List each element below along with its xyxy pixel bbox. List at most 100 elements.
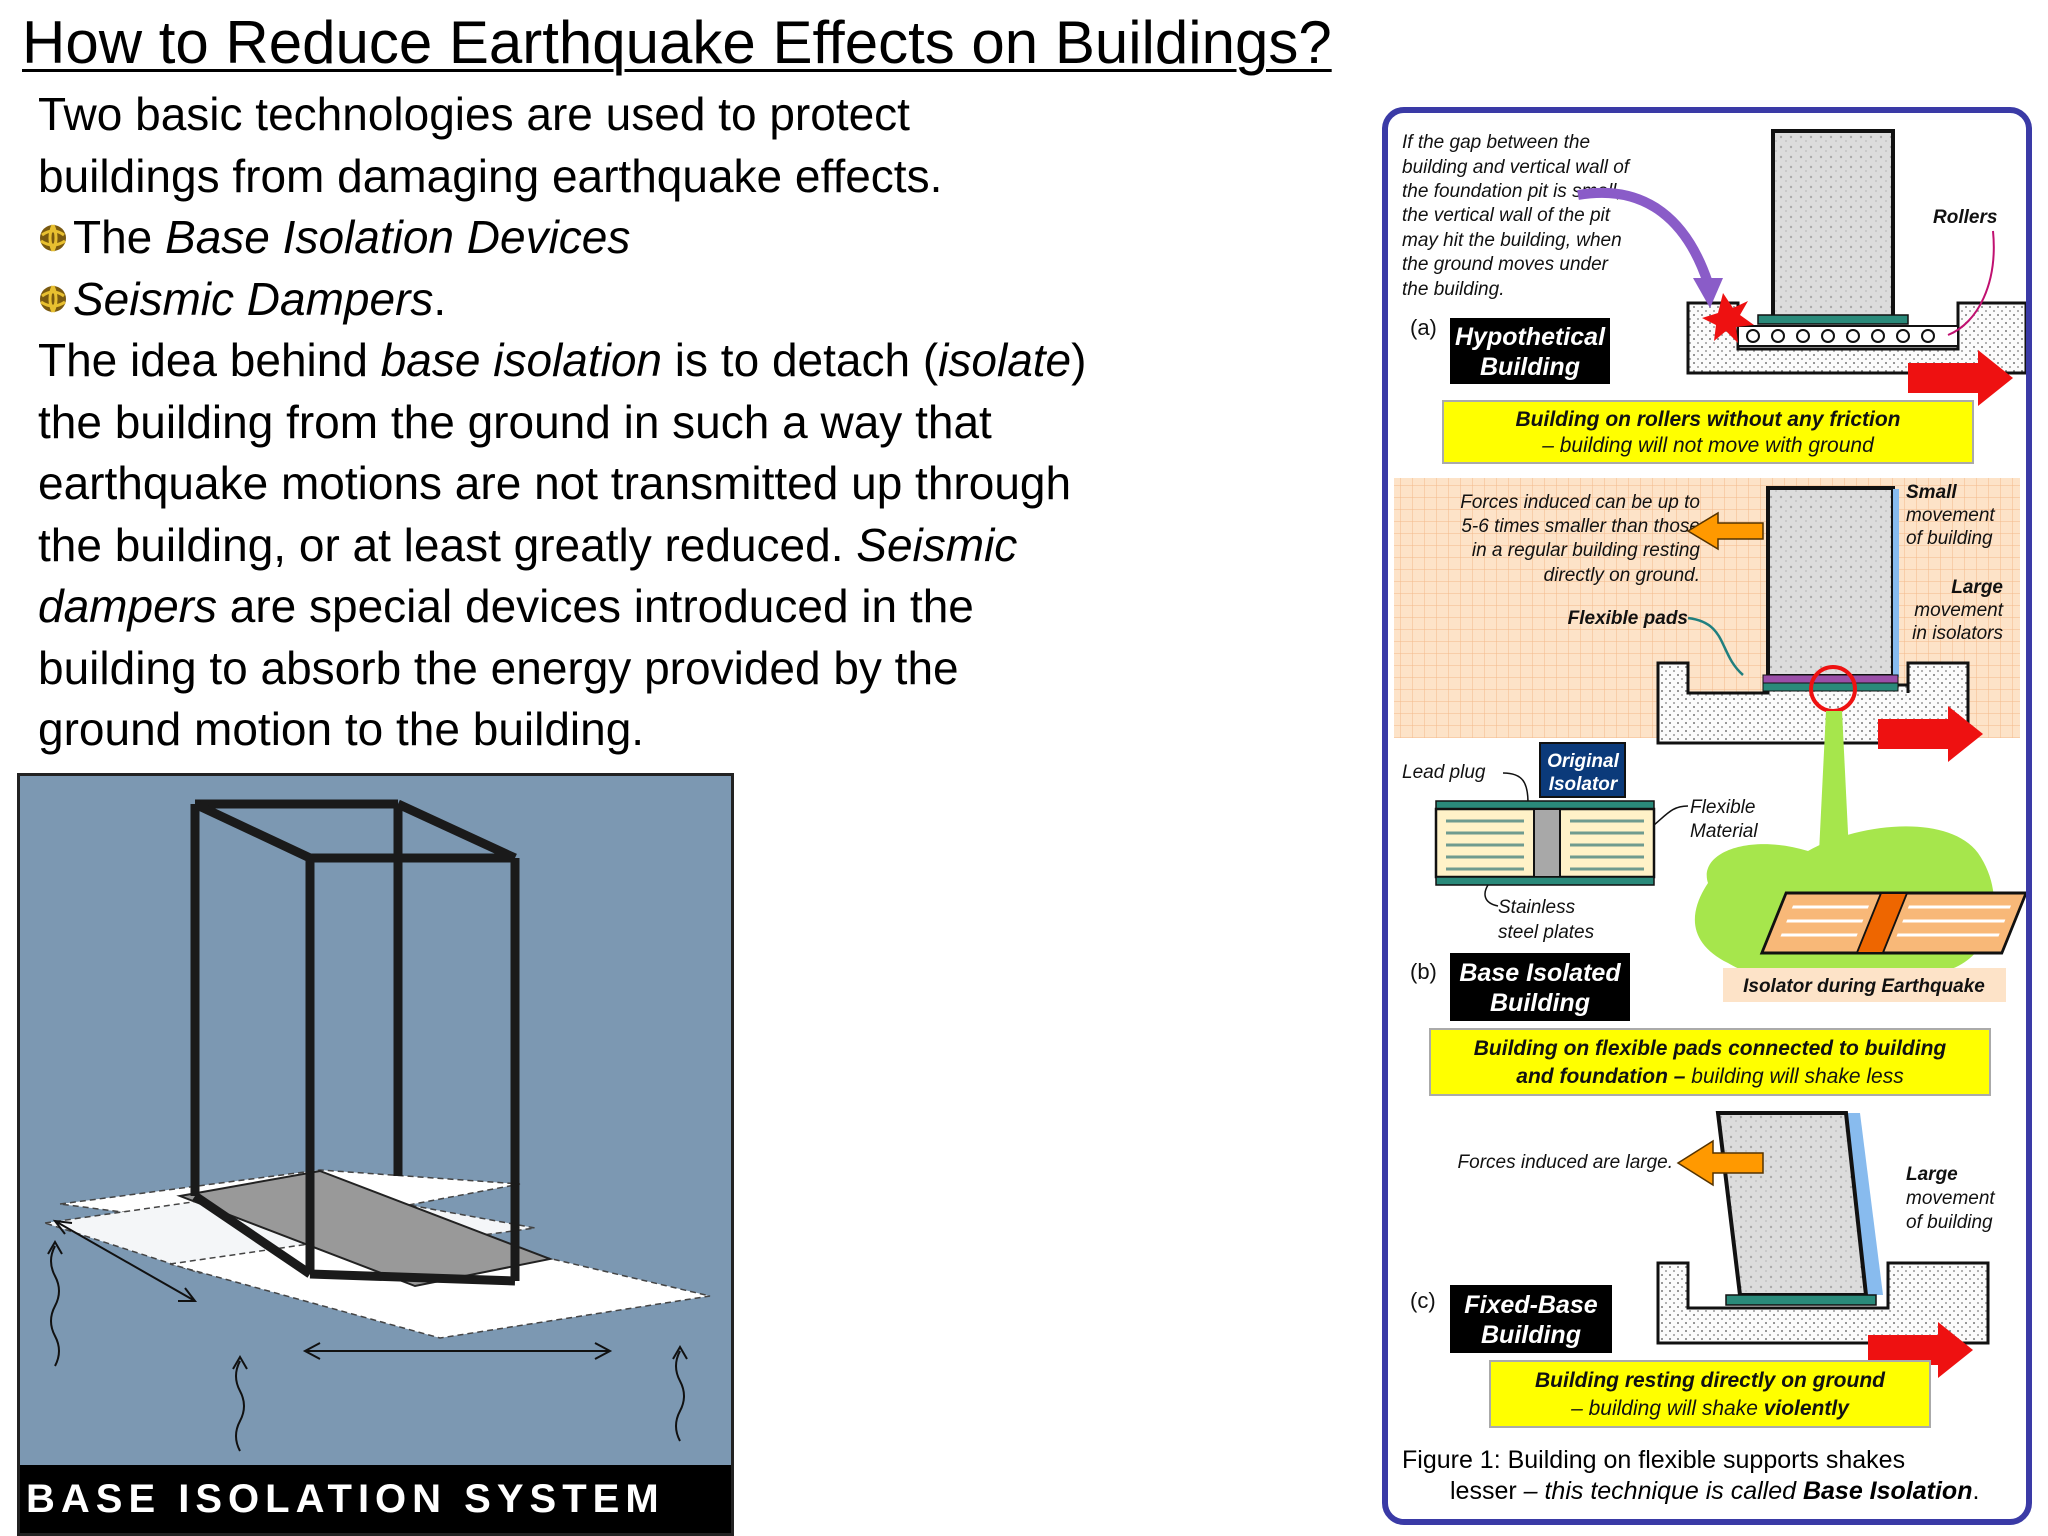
movement-strip-b <box>1893 489 1899 677</box>
base-isolation-caption: BASE ISOLATION SYSTEM <box>20 1465 731 1533</box>
para-italic: isolate <box>938 334 1072 386</box>
label-letter-a: (a) <box>1410 315 1437 340</box>
base-isolation-illustration <box>44 799 711 1452</box>
caption-b-l1: Building on flexible pads connected to b… <box>1474 1037 1947 1060</box>
para-italic: base isolation <box>380 334 663 386</box>
caption-c-l2: – building will shake violently <box>1570 1397 1850 1420</box>
small-move-l2: movement <box>1906 505 1995 526</box>
note-a-line: the vertical wall of the pit <box>1402 205 1611 226</box>
bullet-item-seismic-dampers: Seismic Dampers. <box>38 269 1338 331</box>
pit-ground-c <box>1656 1261 1990 1345</box>
figure-caption-bold: Base Isolation <box>1802 1477 1973 1505</box>
bullet-ball-icon <box>40 285 66 313</box>
original-isolator-badge <box>1539 742 1626 798</box>
caption-a-l1: Building on rollers without any friction <box>1516 408 1901 431</box>
force-arrow-b <box>1686 511 1764 551</box>
large-move-c-l3: of building <box>1906 1212 1993 1233</box>
figure-caption-italic: – this technique is called <box>1516 1477 1803 1505</box>
deformed-isolator <box>1759 891 2026 955</box>
label-letter-c: (c) <box>1410 1288 1436 1313</box>
caption-box-a <box>1442 400 1974 464</box>
note-a-line: building and vertical wall of <box>1402 157 1631 178</box>
building-c <box>1715 1111 1869 1297</box>
section-c: Forces induced are large. Large movement… <box>1410 1111 1995 1428</box>
isolator-eq-badge <box>1723 968 2006 1002</box>
para-line-5: dampers are special devices introduced i… <box>38 576 1338 638</box>
flexible-pads-pointer <box>1687 616 1744 676</box>
para-line-6: building to absorb the energy provided b… <box>38 641 959 694</box>
plates-l2: steel plates <box>1498 922 1595 943</box>
flex-material-l2: Material <box>1690 821 1758 842</box>
note-a-line: If the gap between the <box>1402 132 1590 153</box>
plates-l1: Stainless <box>1498 897 1576 918</box>
lead-plug-pointer <box>1502 772 1529 804</box>
flex-material-l1: Flexible <box>1690 797 1755 818</box>
caption-b-l2: and foundation – building will shake les… <box>1516 1065 1904 1088</box>
label-b-l1: Base Isolated <box>1459 959 1621 987</box>
para-text: is to detach ( <box>662 334 939 386</box>
original-isolator-l1: Original <box>1547 751 1620 772</box>
original-isolator-l2: Isolator <box>1549 774 1619 795</box>
section-a-note: If the gap between the building and vert… <box>1402 132 1631 300</box>
figure-caption: Figure 1: Building on flexible supports … <box>1402 1445 2022 1507</box>
caption-box-b <box>1429 1028 1991 1096</box>
intro-line-2: buildings from damaging earthquake effec… <box>38 149 943 202</box>
label-c-l1: Fixed-Base <box>1464 1291 1597 1319</box>
para-text: are special devices introduced in the <box>216 580 974 632</box>
small-move-l1: Small <box>1906 482 1957 503</box>
para-text: The idea behind <box>38 334 381 386</box>
forces-c-text: Forces induced are large. <box>1458 1152 1673 1173</box>
impact-burst-icon <box>1702 293 1754 343</box>
caption-c-l1: Building resting directly on ground <box>1535 1369 1886 1392</box>
large-move-b-l1: Large <box>1951 577 2003 598</box>
caption-c-l2-text: – building will shake <box>1570 1397 1764 1420</box>
lead-plug-label: Lead plug <box>1402 762 1486 783</box>
large-move-b-l3: in isolators <box>1912 623 2003 644</box>
base-isolation-figure: BASE ISOLATION SYSTEM <box>17 773 734 1536</box>
bullet-ball-icon <box>40 224 66 252</box>
roller-circles <box>1746 329 1935 343</box>
building-a <box>1771 129 1895 319</box>
rollers-pointer <box>1947 230 1995 336</box>
large-move-c-l1: Large <box>1906 1164 1958 1185</box>
para-line-7: ground motion to the building. <box>38 703 645 755</box>
force-arrow-c <box>1676 1139 1764 1187</box>
caption-c-l2-bold: violently <box>1764 1397 1851 1420</box>
callout-connector <box>1818 711 1850 873</box>
flexible-pads <box>1762 674 1899 684</box>
slab-a <box>1757 314 1909 325</box>
figure-caption-text: . <box>1972 1477 1980 1505</box>
intro-line-1: Two basic technologies are used to prote… <box>38 88 910 140</box>
base-slab <box>176 1169 554 1288</box>
forces-b-line: in a regular building resting <box>1472 540 1701 561</box>
ground-motion-arrow-b <box>1878 706 1983 762</box>
para-line-4: the building, or at least greatly reduce… <box>38 515 1338 577</box>
note-a-line: may hit the building, when <box>1402 230 1622 251</box>
large-move-b-l2: movement <box>1914 600 2003 621</box>
forces-b-text: Forces induced can be up to 5-6 times sm… <box>1460 492 1700 586</box>
para-italic: Seismic <box>856 518 1018 571</box>
figure-caption-l1: Figure 1: Building on flexible supports … <box>1402 1446 1906 1474</box>
page-title: How to Reduce Earthquake Effects on Buil… <box>22 9 1332 76</box>
forces-b-line: 5-6 times smaller than those <box>1461 516 1700 537</box>
flexible-pads-label: Flexible pads <box>1568 608 1688 629</box>
isolator-eq-label: Isolator during Earthquake <box>1743 976 1985 997</box>
motion-arrows <box>47 1219 688 1452</box>
small-move-l3: of building <box>1906 528 1993 549</box>
para-italic: dampers <box>38 580 217 632</box>
caption-box-c <box>1489 1360 1931 1428</box>
note-a-line: the foundation pit is small, <box>1402 181 1622 202</box>
label-a-l1: Hypothetical <box>1455 323 1606 351</box>
para-line-1: The idea behind base isolation is to det… <box>38 330 1338 392</box>
curved-arrow-a <box>1577 187 1713 285</box>
rollers-label: Rollers <box>1933 207 1997 228</box>
body-text: Two basic technologies are used to prote… <box>38 84 1338 761</box>
label-box-b <box>1450 953 1630 1021</box>
para-line-2: the building from the ground in such a w… <box>38 395 992 448</box>
plates-pointer <box>1484 884 1499 907</box>
para-line-3: earthquake motions are not transmitted u… <box>38 457 1072 509</box>
bullet2-italic: Seismic Dampers <box>73 272 434 325</box>
note-a-line: the ground moves under <box>1402 254 1609 275</box>
ground-motion-arrow-a <box>1908 350 2013 406</box>
bullet1-italic: Base Isolation Devices <box>165 211 631 263</box>
